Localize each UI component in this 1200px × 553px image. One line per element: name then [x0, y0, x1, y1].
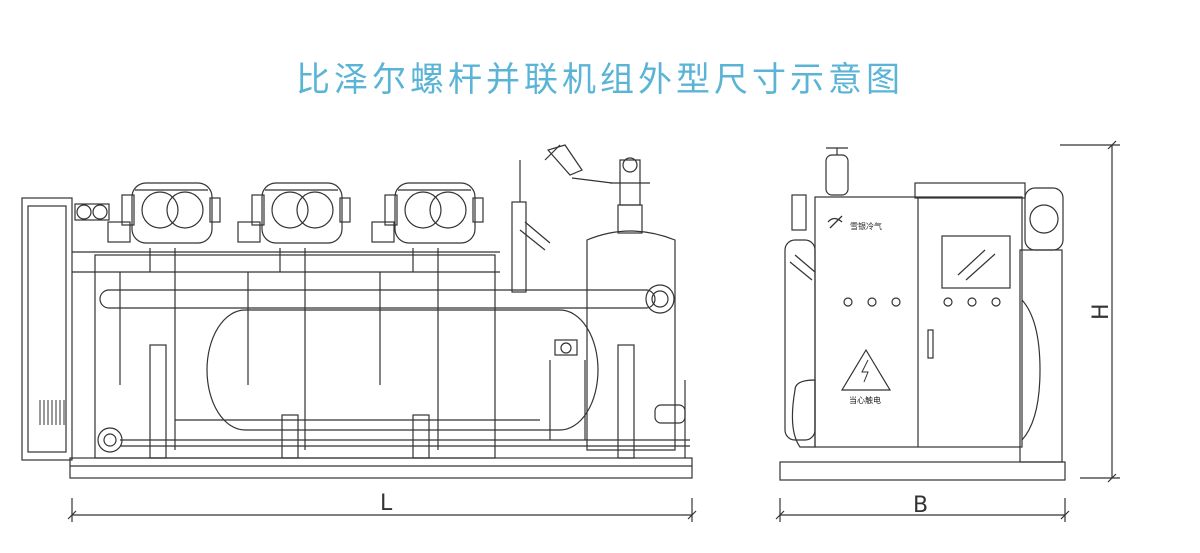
dimension-H	[1060, 140, 1120, 483]
front-sight-glass	[97, 427, 123, 453]
front-angle-valve	[519, 144, 613, 251]
cabinet-warning-triangle	[840, 348, 892, 391]
diagram-title: 比泽尔螺杆并联机组外型尺寸示意图	[296, 60, 904, 100]
side-cabinet	[814, 196, 1023, 448]
front-header-pipe	[99, 284, 675, 314]
side-vessel-left	[791, 379, 816, 448]
dimension-H-label: H	[1089, 303, 1114, 320]
side-base	[779, 461, 1066, 481]
front-view	[21, 144, 697, 522]
cabinet-display-window	[941, 235, 1011, 289]
front-solenoid	[549, 339, 586, 440]
side-view	[775, 140, 1120, 522]
dimension-L-label: L	[380, 491, 393, 516]
front-outlet-pipe	[654, 380, 686, 458]
front-gauges	[74, 203, 110, 221]
side-receiver	[784, 239, 816, 441]
cabinet-indicator-2	[867, 297, 877, 307]
cabinet-logo	[827, 215, 843, 229]
cabinet-brand-text: 雪银冷气	[850, 221, 882, 231]
side-vessel-right	[1021, 299, 1041, 441]
dimension-B	[775, 498, 1070, 522]
front-electrical-box	[21, 197, 73, 461]
compressor-2	[237, 182, 351, 272]
front-tie-rods	[119, 272, 439, 450]
cabinet-indicator-6	[991, 297, 1001, 307]
front-oil-line	[120, 419, 690, 447]
compressor-3	[371, 182, 484, 272]
front-base-frame	[69, 251, 693, 479]
cabinet-indicator-4	[943, 297, 953, 307]
front-supports	[149, 344, 635, 459]
side-compressor	[914, 182, 1064, 463]
cabinet-indicator-1	[843, 297, 853, 307]
cabinet-warning-text: 当心触电	[849, 395, 881, 405]
cabinet-handle	[927, 329, 934, 359]
front-vessel	[206, 309, 599, 431]
front-riser	[511, 160, 527, 293]
front-receiver	[586, 157, 676, 451]
compressor-1	[107, 182, 221, 272]
dimension-L	[67, 498, 697, 522]
dimension-B-label: B	[913, 493, 928, 518]
cabinet-indicator-5	[967, 297, 977, 307]
side-top-valve	[789, 147, 849, 281]
cabinet-indicator-3	[891, 297, 901, 307]
